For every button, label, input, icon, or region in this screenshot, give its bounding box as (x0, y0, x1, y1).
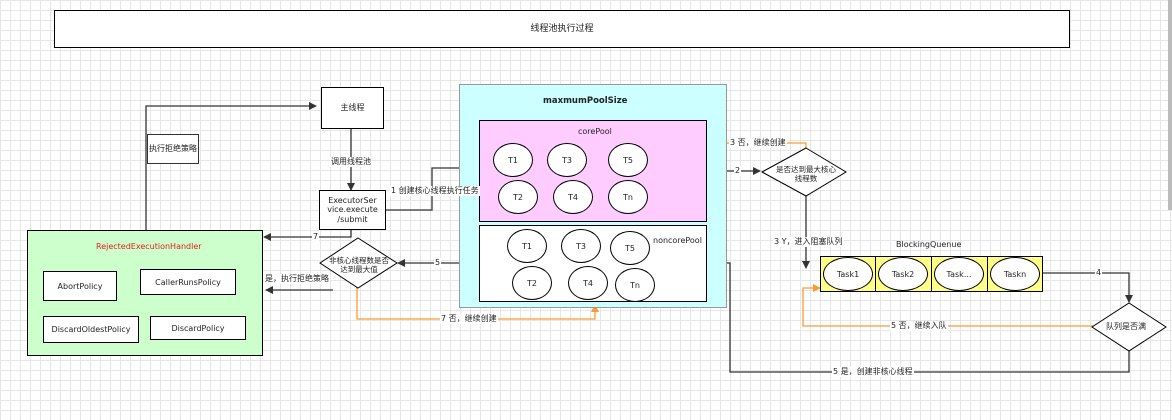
queue-task: Task1 (823, 257, 873, 291)
noncore-thread: T3 (561, 229, 601, 263)
core-thread: T2 (498, 180, 538, 214)
noncore-thread: T4 (568, 266, 608, 300)
rejected-handler-title: RejectedExecutionHandler (96, 242, 202, 251)
reject-policy-label: 执行拒绝策略 (147, 134, 199, 164)
decision-core-full: 是否达到最大核心线程数 (776, 165, 836, 183)
title-box: 线程池执行过程 (54, 10, 1070, 48)
scrollbar[interactable] (1168, 0, 1172, 210)
arrow-decision-to-queue (802, 284, 1094, 327)
discard-policy: DiscardPolicy (150, 316, 246, 340)
step6-yes-label: 是，执行拒绝策略 (264, 274, 330, 284)
blocking-queue-title: BlockingQuenue (896, 240, 962, 249)
noncore-pool-label: noncorePool (653, 236, 702, 245)
decision-noncore-full: 非核心线程数是否达到最大值 (329, 256, 389, 274)
page-title: 线程池执行过程 (530, 23, 594, 34)
step3-no-label: 3 否，继续创建 (729, 138, 787, 148)
arrow-queue-to-decision (1043, 272, 1133, 303)
step4-label: 4 (1095, 268, 1103, 278)
caller-runs-policy: CallerRunsPolicy (140, 269, 236, 295)
step2-label: 2 (734, 166, 742, 176)
step7-no-label: 7 否，继续创建 (440, 314, 498, 324)
core-thread: T1 (493, 143, 533, 177)
core-thread: T5 (608, 143, 648, 177)
noncore-thread: Tn (615, 268, 655, 302)
step3-yes-label: 3 Y，进入阻塞队列 (773, 237, 844, 247)
decision-queue-full-shape (1091, 302, 1167, 352)
decision-queue-full: 队列是否满 (1106, 322, 1146, 331)
main-thread-box: 主线程 (321, 87, 384, 129)
queue-divider (875, 256, 876, 292)
executor-service-label: ExecutorSer vice.execute /submit (327, 195, 378, 224)
noncore-thread: T2 (512, 266, 552, 300)
max-pool-label: maxmumPoolSize (543, 96, 628, 106)
queue-task: Task2 (878, 257, 928, 291)
decision-core-full-shape (760, 147, 847, 197)
queue-task: Task... (934, 257, 984, 291)
arrow-executor-to-handler (263, 230, 352, 241)
noncore-thread: T1 (507, 229, 547, 263)
abort-policy: AbortPolicy (43, 271, 117, 301)
core-thread: T3 (547, 143, 587, 177)
main-thread-label: 主线程 (340, 103, 365, 113)
call-pool-label: 调用线程池 (330, 157, 372, 167)
core-thread: T4 (553, 180, 593, 214)
queue-divider (987, 256, 988, 292)
queue-divider (931, 256, 932, 292)
arrow-handler-to-main (145, 102, 317, 230)
step1-label: 1 创建核心线程执行任务 (390, 186, 480, 196)
step5-yes-label: 5 是，创建非核心线程 (832, 367, 914, 377)
queue-task: Taskn (990, 257, 1040, 291)
decision-noncore-full-shape (319, 237, 398, 289)
executor-service-box: ExecutorSer vice.execute /submit (319, 190, 386, 230)
noncore-thread: T5 (610, 231, 650, 265)
discard-oldest-policy: DiscardOldestPolicy (43, 316, 139, 343)
step5-no-label: 5 否，继续入队 (890, 321, 948, 331)
core-thread: Tn (608, 180, 648, 214)
step7-label: 7 (312, 232, 320, 242)
core-pool-label: corePool (578, 127, 612, 136)
step5-label: 5 (434, 258, 442, 268)
